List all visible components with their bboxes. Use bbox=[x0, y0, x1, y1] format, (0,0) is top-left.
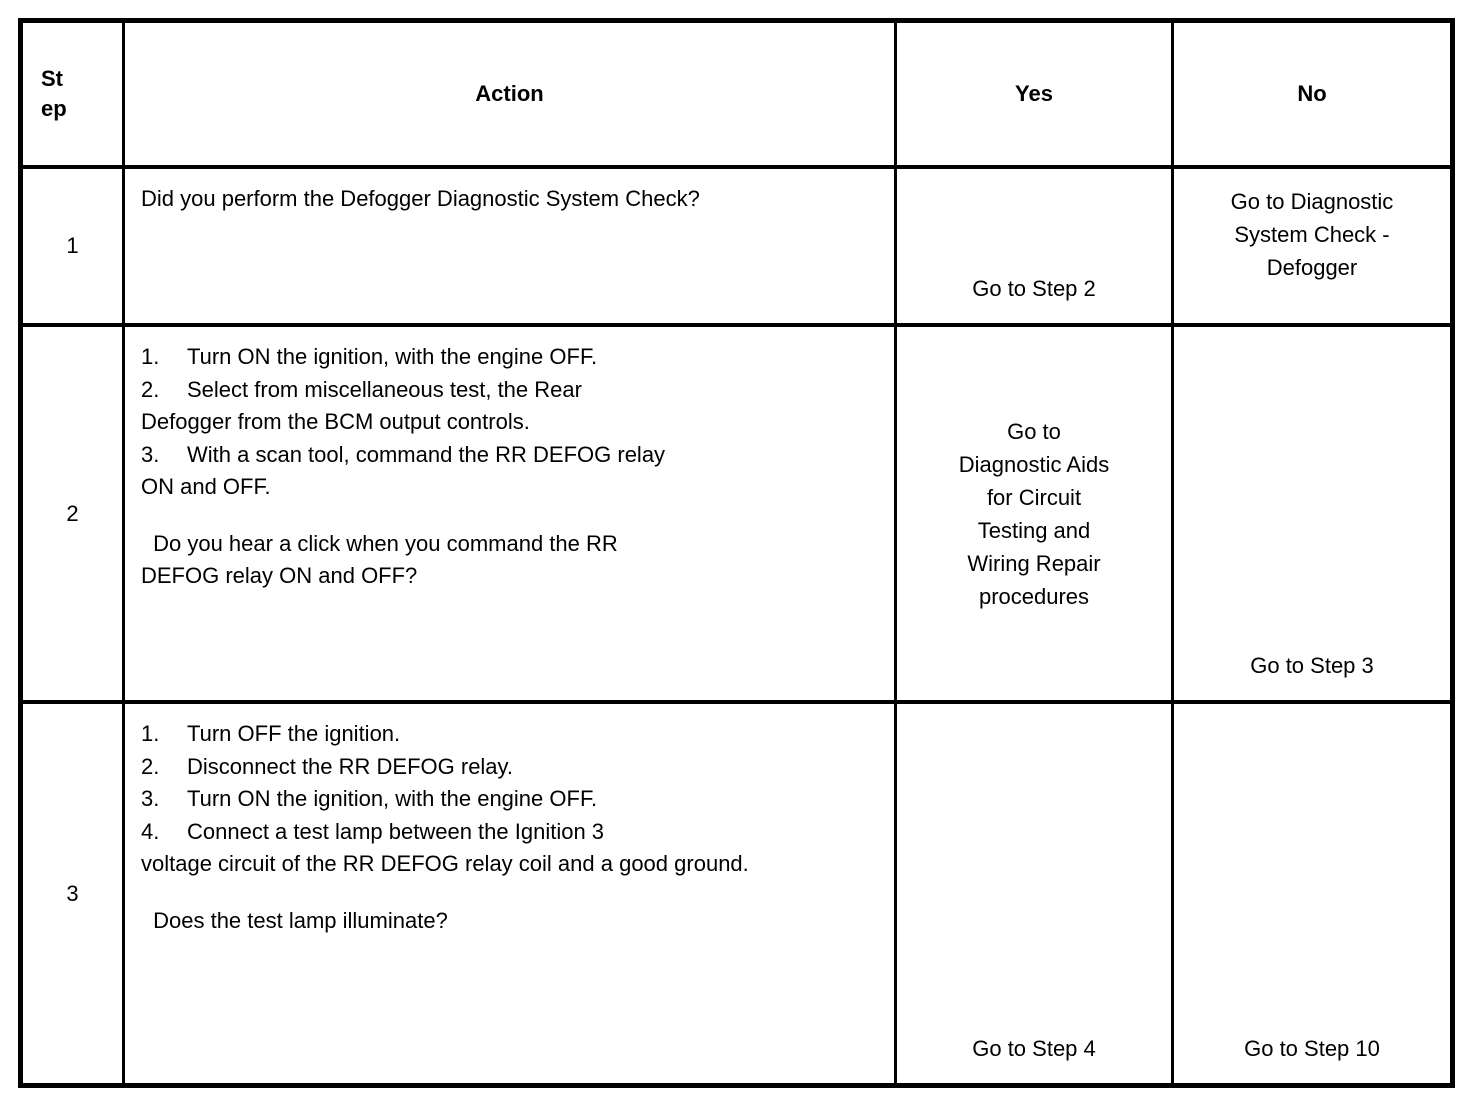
action-item-number: 2. bbox=[141, 376, 160, 402]
yes-line: procedures bbox=[978, 583, 1090, 609]
yes-cell-2: Go to Diagnostic Aids for Circuit Testin… bbox=[894, 323, 1174, 704]
no-line: Go to Diagnostic bbox=[1230, 189, 1394, 214]
no-line: Go to Step 3 bbox=[1250, 653, 1374, 678]
table-row: 3 1. Turn OFF the ignition. 2. Disconnect … bbox=[19, 700, 1454, 1088]
action-text-3: 1. Turn OFF the ignition. 2. Disconnect th… bbox=[125, 704, 894, 945]
action-item-text: Turn ON the ignition, with the engine OF… bbox=[187, 344, 598, 369]
yes-line: Wiring Repair bbox=[967, 550, 1101, 576]
action-text-2: 1. Turn ON the ignition, with the engine … bbox=[125, 327, 894, 601]
table-row: 1 Did you perform the Defogger Diagnosti… bbox=[19, 165, 1454, 327]
yes-line: for Circuit bbox=[986, 484, 1082, 510]
step-number-3: 3 bbox=[66, 880, 79, 906]
action-numbered-line: 3. Turn ON the ignition, with the engine … bbox=[141, 783, 878, 816]
step-number-cell-3: 3 bbox=[19, 700, 125, 1088]
action-question-line: Do you hear a click when you command the… bbox=[147, 530, 618, 556]
action-item-text: Connect a test lamp between the Ignition… bbox=[187, 818, 605, 844]
action-item-text: Turn ON the ignition, with the engine OF… bbox=[187, 786, 598, 812]
action-line: Did you perform the Defogger Diagnostic … bbox=[141, 186, 620, 211]
column-header-no-label: No bbox=[1297, 81, 1327, 107]
yes-text-3: Go to Step 4 bbox=[897, 704, 1171, 1083]
action-item-text: Select from miscellaneous test, the Rear bbox=[187, 376, 582, 402]
column-header-no: No bbox=[1171, 18, 1454, 169]
action-question-line: DEFOG relay ON and OFF? bbox=[141, 563, 418, 589]
action-line: voltage circuit of the RR DEFOG relay co… bbox=[141, 851, 669, 877]
action-spacer bbox=[141, 881, 878, 905]
action-item-number: 1. bbox=[141, 344, 160, 369]
no-cell-3: Go to Step 10 bbox=[1171, 700, 1454, 1088]
yes-cell-3: Go to Step 4 bbox=[894, 700, 1174, 1088]
action-line: ground. bbox=[674, 851, 749, 877]
yes-cell-1: Go to Step 2 bbox=[894, 165, 1174, 327]
yes-text-2: Go to Diagnostic Aids for Circuit Testin… bbox=[897, 327, 1171, 700]
no-line: Defogger bbox=[1266, 255, 1358, 280]
step-number-cell-1: 1 bbox=[19, 165, 125, 327]
action-cell-2: 1. Turn ON the ignition, with the engine … bbox=[122, 323, 897, 704]
action-item-number: 3. bbox=[141, 441, 160, 467]
no-line: System Check - bbox=[1234, 222, 1390, 247]
action-numbered-line: 2. Select from miscellaneous test, the Re… bbox=[141, 374, 878, 407]
table-row: 2 1. Turn ON the ignition, with the engin… bbox=[19, 323, 1454, 704]
no-cell-2: Go to Step 3 bbox=[1171, 323, 1454, 704]
yes-line: Go to Step 4 bbox=[972, 1036, 1096, 1061]
no-text-1: Go to Diagnostic System Check - Defogger bbox=[1174, 169, 1450, 323]
no-text-2: Go to Step 3 bbox=[1174, 327, 1450, 700]
no-text-3: Go to Step 10 bbox=[1174, 704, 1450, 1083]
action-item-text: Disconnect the RR DEFOG relay. bbox=[187, 753, 514, 779]
column-header-action: Action bbox=[122, 18, 897, 169]
action-item-number: 2. bbox=[141, 753, 160, 779]
action-numbered-line: 4. Connect a test lamp between the Igniti… bbox=[141, 816, 878, 849]
table-header-row: St ep Action Yes No bbox=[19, 18, 1454, 169]
column-header-yes: Yes bbox=[894, 18, 1174, 169]
column-header-yes-label: Yes bbox=[1015, 81, 1053, 107]
no-cell-1: Go to Diagnostic System Check - Defogger bbox=[1171, 165, 1454, 327]
action-line: ON and OFF. bbox=[141, 474, 271, 500]
action-item-text: With a scan tool, command the RR DEFOG r… bbox=[187, 441, 666, 467]
diagnostic-procedure-table: St ep Action Yes No 1 bbox=[18, 18, 1455, 1088]
action-item-number: 3. bbox=[141, 786, 160, 812]
action-cell-3: 1. Turn OFF the ignition. 2. Disconnect th… bbox=[122, 700, 897, 1088]
action-numbered-line: 2. Disconnect the RR DEFOG relay. bbox=[141, 751, 878, 784]
yes-line: Go to bbox=[1007, 418, 1061, 444]
action-numbered-line: 3. With a scan tool, command the RR DEFOG… bbox=[141, 439, 878, 472]
action-cell-1: Did you perform the Defogger Diagnostic … bbox=[122, 165, 897, 327]
action-question-line: Does the test lamp illuminate? bbox=[147, 907, 448, 933]
column-header-action-label: Action bbox=[475, 81, 544, 107]
column-header-step-label: St ep bbox=[41, 66, 67, 121]
action-text-1: Did you perform the Defogger Diagnostic … bbox=[125, 169, 894, 224]
yes-line: Testing and bbox=[977, 517, 1091, 543]
action-item-number: 4. bbox=[141, 818, 160, 844]
step-number-2: 2 bbox=[66, 500, 79, 526]
yes-line: Go to Step 2 bbox=[972, 276, 1096, 301]
action-item-text: Turn OFF the ignition. bbox=[187, 721, 401, 746]
step-number-cell-2: 2 bbox=[19, 323, 125, 704]
action-item-number: 1. bbox=[141, 721, 160, 746]
yes-text-1: Go to Step 2 bbox=[897, 169, 1171, 323]
action-spacer bbox=[141, 504, 878, 528]
column-header-step: St ep bbox=[19, 18, 125, 169]
action-numbered-line: 1. Turn ON the ignition, with the engine … bbox=[141, 341, 878, 374]
action-line: Check? bbox=[625, 186, 700, 211]
action-line: Defogger from the BCM output controls. bbox=[141, 409, 530, 435]
step-number-1: 1 bbox=[66, 233, 79, 258]
no-line: Go to Step 10 bbox=[1244, 1036, 1380, 1061]
yes-line: Diagnostic Aids bbox=[958, 451, 1110, 477]
action-numbered-line: 1. Turn OFF the ignition. bbox=[141, 718, 878, 751]
